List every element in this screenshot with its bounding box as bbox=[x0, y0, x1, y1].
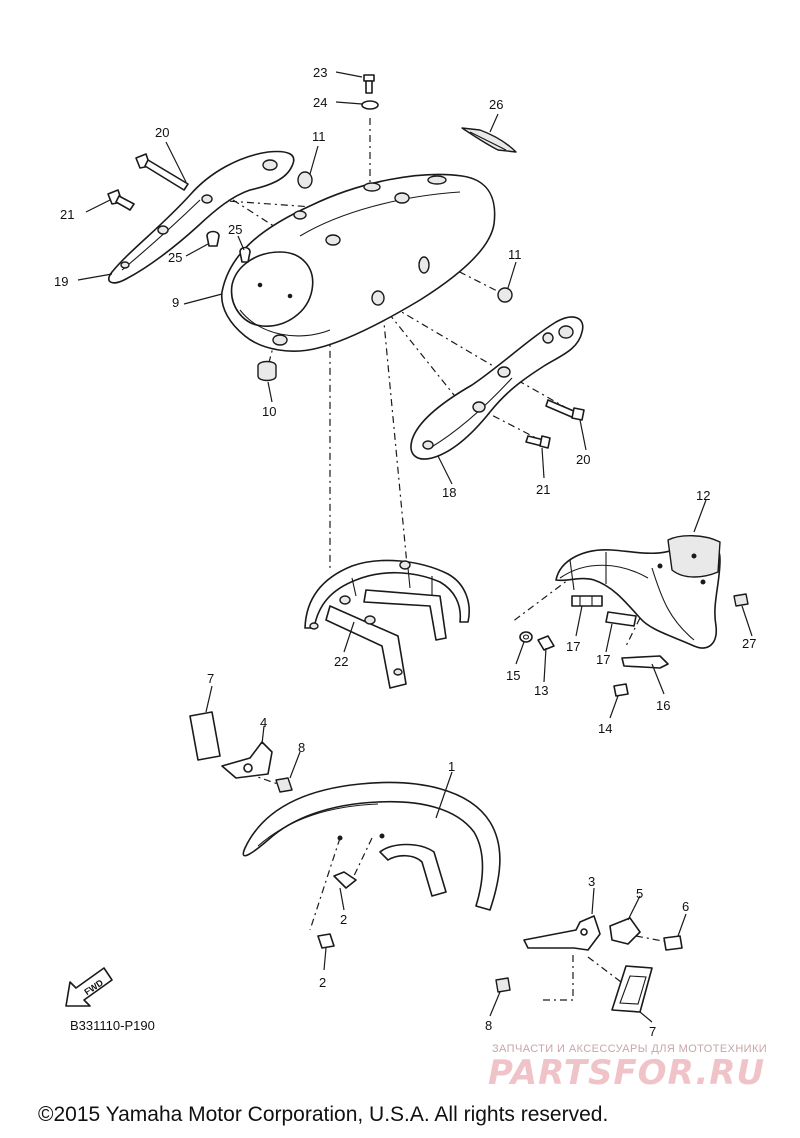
callout-25: 25 bbox=[228, 222, 242, 237]
callout-11: 11 bbox=[312, 129, 326, 144]
bolt-20-right bbox=[545, 399, 585, 421]
fender-stay bbox=[304, 559, 470, 689]
callout-27: 27 bbox=[742, 636, 756, 651]
rivet-25-b bbox=[239, 246, 251, 263]
clip-17-b bbox=[605, 611, 637, 627]
rivet-25-a bbox=[206, 230, 220, 247]
callout-19: 19 bbox=[54, 274, 68, 289]
callout-17: 17 bbox=[566, 639, 580, 654]
callout-26: 26 bbox=[489, 97, 503, 112]
emblem-26 bbox=[461, 127, 517, 153]
callout-labels: 23 24 26 20 11 21 25 25 19 9 11 10 20 21… bbox=[54, 65, 756, 1039]
fwd-arrow-icon: FWD bbox=[65, 967, 113, 1007]
grommet-10 bbox=[257, 360, 277, 382]
callout-14: 14 bbox=[598, 721, 612, 736]
inner-fender bbox=[555, 535, 721, 649]
bolt-21-right bbox=[525, 435, 551, 449]
callout-24: 24 bbox=[313, 95, 327, 110]
leader-lines bbox=[77, 71, 753, 1023]
callout-5: 5 bbox=[636, 886, 643, 901]
copyright-notice: ©2015 Yamaha Motor Corporation, U.S.A. A… bbox=[38, 1103, 609, 1126]
callout-8: 8 bbox=[298, 740, 305, 755]
callout-9: 9 bbox=[172, 295, 179, 310]
callout-7: 7 bbox=[649, 1024, 656, 1039]
callout-15: 15 bbox=[506, 668, 520, 683]
bolt-2-a bbox=[333, 871, 357, 889]
callout-21: 21 bbox=[60, 207, 74, 222]
callout-22: 22 bbox=[334, 654, 348, 669]
callout-12: 12 bbox=[696, 488, 710, 503]
bolt-13 bbox=[537, 635, 555, 651]
callout-20: 20 bbox=[576, 452, 590, 467]
callout-2: 2 bbox=[319, 975, 326, 990]
callout-1: 1 bbox=[448, 759, 455, 774]
clip-17-a bbox=[571, 595, 603, 607]
callout-13: 13 bbox=[534, 683, 548, 698]
callout-10: 10 bbox=[262, 404, 276, 419]
front-fender bbox=[242, 781, 501, 911]
right-grab-bar bbox=[410, 316, 584, 460]
washer-15 bbox=[519, 631, 533, 643]
bracket-5 bbox=[609, 917, 641, 945]
callout-8: 8 bbox=[485, 1018, 492, 1033]
stay-3 bbox=[523, 915, 601, 951]
callout-25: 25 bbox=[168, 250, 182, 265]
callout-2: 2 bbox=[340, 912, 347, 927]
bracket-4 bbox=[221, 741, 273, 779]
watermark-tagline: ЗАПЧАСТИ И АКСЕССУАРЫ ДЛЯ МОТОТЕХНИКИ bbox=[492, 1043, 768, 1055]
nut-27 bbox=[733, 593, 749, 607]
watermark-brand: PARTSFOR.RU bbox=[488, 1053, 766, 1093]
callout-7: 7 bbox=[207, 671, 214, 686]
nut-8-upper bbox=[275, 777, 293, 793]
rear-fender bbox=[220, 173, 496, 352]
bolt-23 bbox=[363, 74, 375, 94]
reflector-7-upper bbox=[189, 711, 221, 761]
callout-11: 11 bbox=[508, 247, 522, 262]
callout-23: 23 bbox=[313, 65, 327, 80]
reflector-7-lower bbox=[611, 965, 653, 1013]
callout-6: 6 bbox=[682, 899, 689, 914]
callout-16: 16 bbox=[656, 698, 670, 713]
callout-3: 3 bbox=[588, 874, 595, 889]
nut-14 bbox=[613, 683, 629, 697]
bolt-2-b bbox=[317, 933, 335, 949]
bolt-20-left bbox=[135, 153, 189, 191]
washer-24 bbox=[361, 100, 379, 110]
callout-17: 17 bbox=[596, 652, 610, 667]
bolt-21-left bbox=[107, 189, 135, 211]
callout-18: 18 bbox=[442, 485, 456, 500]
callout-20: 20 bbox=[155, 125, 169, 140]
bolt-6 bbox=[663, 935, 683, 951]
callout-21: 21 bbox=[536, 482, 550, 497]
nut-8-lower bbox=[495, 977, 511, 993]
grommet-11-right bbox=[497, 287, 513, 303]
drawing-code: B331110-P190 bbox=[70, 1018, 155, 1033]
grommet-11-left bbox=[297, 171, 313, 189]
callout-4: 4 bbox=[260, 715, 267, 730]
clamp-16 bbox=[621, 655, 669, 669]
left-grab-bar bbox=[108, 150, 295, 284]
